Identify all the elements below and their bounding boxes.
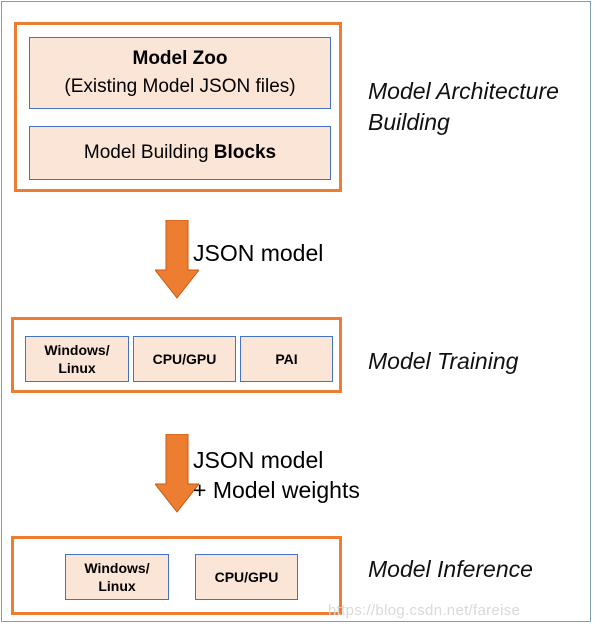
watermark: https://blog.csdn.net/fareise: [328, 602, 521, 619]
arrow2-label: JSON model + Model weights: [193, 445, 360, 505]
training-pai-block: PAI: [240, 336, 333, 382]
model-zoo-block: Model Zoo (Existing Model JSON files): [29, 37, 331, 109]
training-hardware-block: CPU/GPU: [133, 336, 236, 382]
architecture-stage: Model Zoo (Existing Model JSON files) Mo…: [14, 22, 342, 192]
inference-platform-line2: Linux: [98, 578, 136, 594]
architecture-label-line1: Model Architecture: [368, 78, 559, 104]
inference-platform-line1: Windows/: [84, 560, 150, 576]
arrow2-label-line1: JSON model: [193, 447, 324, 473]
building-blocks-block: Model Building Blocks: [29, 126, 331, 180]
training-platform-block: Windows/ Linux: [25, 336, 129, 382]
training-pai-label: PAI: [275, 351, 298, 367]
inference-hardware-label: CPU/GPU: [214, 569, 279, 585]
down-arrow-icon: [155, 220, 199, 299]
model-zoo-subtitle: (Existing Model JSON files): [64, 76, 296, 97]
model-zoo-title: Model Zoo: [132, 48, 228, 69]
building-blocks-bold: Blocks: [213, 142, 277, 163]
down-arrow-icon: [155, 434, 199, 513]
training-label: Model Training: [368, 348, 519, 374]
inference-stage: Windows/ Linux CPU/GPU: [11, 536, 342, 615]
inference-hardware-block: CPU/GPU: [195, 554, 298, 600]
training-hardware-label: CPU/GPU: [152, 351, 217, 367]
arrow2-label-line2: + Model weights: [193, 477, 360, 503]
training-platform-line2: Linux: [58, 360, 96, 376]
training-stage: Windows/ Linux CPU/GPU PAI: [11, 317, 342, 393]
inference-platform-block: Windows/ Linux: [65, 554, 169, 600]
training-platform-line1: Windows/: [44, 342, 110, 358]
inference-label: Model Inference: [368, 556, 533, 582]
arrow1-label: JSON model: [193, 240, 324, 266]
architecture-label: Model Architecture Building: [368, 76, 559, 138]
building-blocks-prefix: Model Building: [83, 142, 214, 163]
architecture-label-line2: Building: [368, 109, 450, 135]
